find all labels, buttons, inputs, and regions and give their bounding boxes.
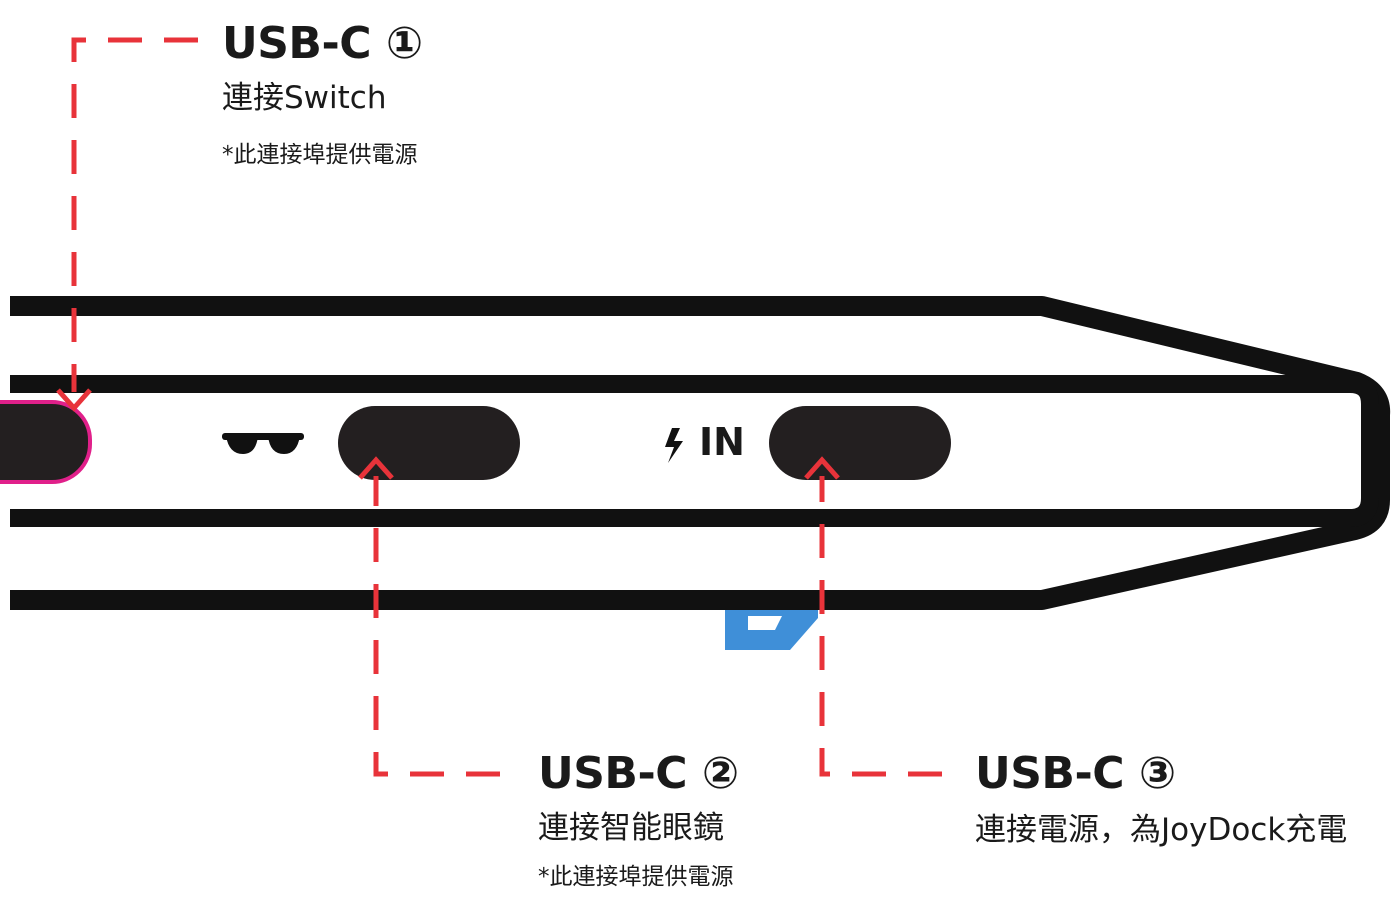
port-3-title: USB-C ③ xyxy=(975,748,1176,799)
port-3-callout: USB-C ③ 連接電源，為JoyDock充電 xyxy=(975,748,1375,856)
power-in-label: IN xyxy=(699,420,745,464)
blue-tab-notch xyxy=(748,616,782,630)
port-1-title: USB-C ① xyxy=(222,18,423,69)
arrowhead-3 xyxy=(804,456,840,480)
port-2-callout: USB-C ② 連接智能眼鏡 *此連接埠提供電源 xyxy=(538,748,739,892)
dock-front-face xyxy=(10,375,1379,527)
leader-line-3 xyxy=(819,476,942,777)
sunglasses-icon xyxy=(222,433,304,454)
port-2-note: *此連接埠提供電源 xyxy=(538,864,734,890)
port-2-title: USB-C ② xyxy=(538,748,739,799)
port-3-description: 連接電源，為JoyDock充電 xyxy=(975,812,1348,848)
port-1-note: *此連接埠提供電源 xyxy=(222,142,418,168)
arrowhead-1 xyxy=(56,388,92,412)
usb-c-port-3 xyxy=(769,406,951,480)
leader-line-1 xyxy=(71,37,198,392)
leader-line-2 xyxy=(373,476,500,777)
usb-c-port-1 xyxy=(0,400,92,484)
port-2-description: 連接智能眼鏡 xyxy=(538,810,724,846)
port-1-description: 連接Switch xyxy=(222,80,387,116)
arrowhead-2 xyxy=(358,456,394,480)
usb-c-port-2 xyxy=(338,406,520,480)
port-1-callout: USB-C ① 連接Switch *此連接埠提供電源 xyxy=(222,18,423,170)
lightning-bolt-icon xyxy=(665,428,683,463)
